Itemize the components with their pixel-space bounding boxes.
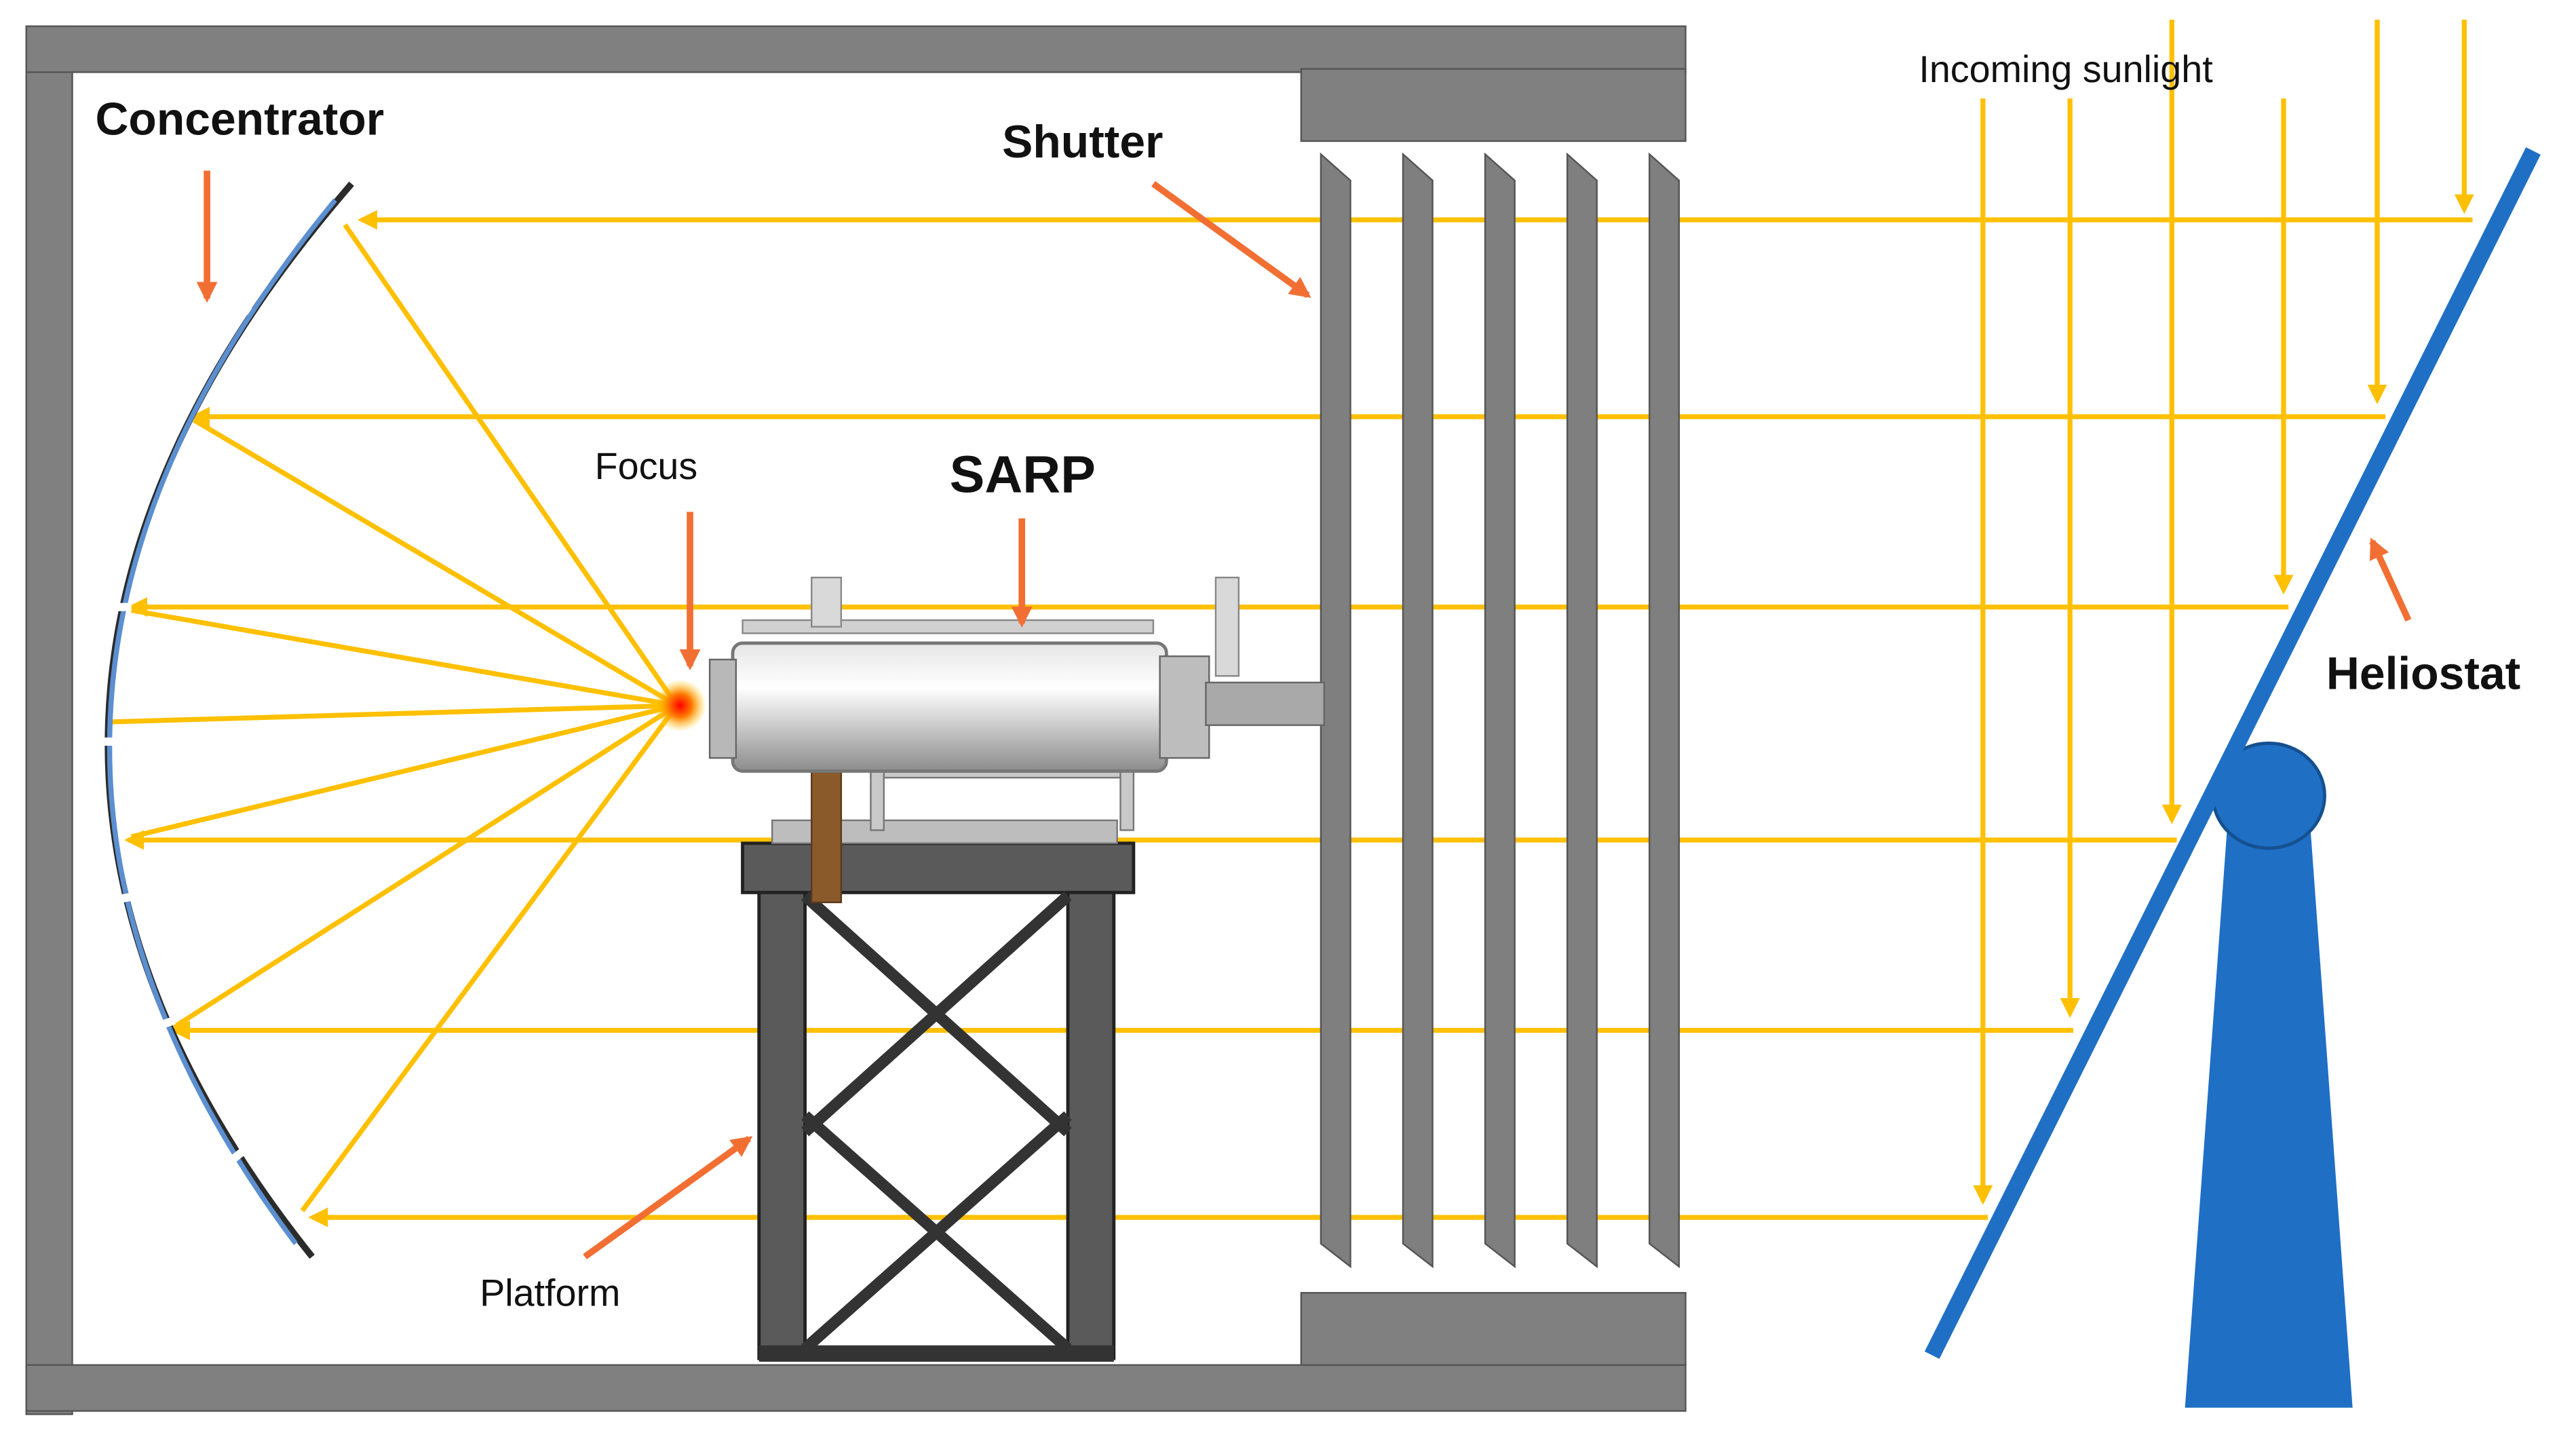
left-wall [25, 25, 73, 1415]
reactor-body [731, 641, 1168, 773]
heliostat [1924, 147, 2541, 1408]
shutter-blade [1649, 152, 1680, 1269]
reactor-end-cap [1159, 655, 1210, 759]
reactor-top-rail [742, 619, 1155, 634]
shutter-blade [1320, 152, 1351, 1269]
reactor-drive-shaft [1205, 681, 1325, 726]
label-heliostat: Heliostat [2326, 649, 2520, 700]
reactor-support-leg [870, 763, 885, 831]
bottom-wall [25, 1364, 1687, 1412]
building-walls [25, 25, 1687, 1415]
outlet-pipe [1214, 576, 1240, 677]
platform [741, 841, 1136, 1362]
label-concentrator: Concentrator [95, 94, 384, 145]
heliostat-mirror [1924, 147, 2541, 1359]
inlet-pipe [811, 576, 843, 628]
platform-top [741, 841, 1136, 894]
label-sarp: SARP [950, 445, 1096, 503]
labels: Concentrator Shutter Incoming sunlight F… [95, 48, 2520, 1314]
focused-ray [111, 703, 677, 725]
label-focus: Focus [595, 445, 698, 487]
shutter [1320, 152, 1680, 1269]
top-wall [25, 25, 1687, 73]
label-shutter: Shutter [1002, 117, 1163, 168]
focused-ray [343, 223, 679, 707]
sunlight-rays [111, 20, 2474, 1227]
heliostat-pointer [2369, 537, 2412, 622]
heliostat-pedestal [2185, 820, 2353, 1408]
shutter-blade [1402, 152, 1434, 1269]
concentrator-mirror [107, 198, 337, 1245]
shutter-blade [1484, 152, 1516, 1269]
feeder-post [811, 770, 843, 904]
platform-base [758, 1345, 1114, 1362]
shutter-blade [1566, 152, 1598, 1269]
platform-pointer [583, 1136, 753, 1260]
focused-ray [130, 703, 678, 839]
platform-leg-left [757, 890, 807, 1360]
focused-ray [172, 703, 678, 1029]
lower-opening-block [1300, 1292, 1687, 1366]
pointer-arrows [196, 170, 2412, 1260]
shutter-pointer [1151, 180, 1311, 299]
platform-cross-bracing [801, 891, 1072, 1353]
focused-ray [131, 607, 678, 708]
concentrator [98, 181, 354, 1259]
platform-leg-right [1066, 890, 1116, 1360]
focused-ray [300, 704, 679, 1213]
focused-ray [192, 417, 678, 708]
label-incoming-sunlight: Incoming sunlight [1919, 48, 2213, 90]
focus-point [653, 679, 707, 732]
reactor-window-flange [708, 658, 737, 759]
label-platform: Platform [480, 1272, 620, 1314]
reactor-support-leg [1119, 763, 1135, 831]
sarp-reactor [653, 576, 1325, 904]
upper-opening-block [1300, 68, 1687, 142]
mirror-facet-gaps [98, 295, 252, 1165]
